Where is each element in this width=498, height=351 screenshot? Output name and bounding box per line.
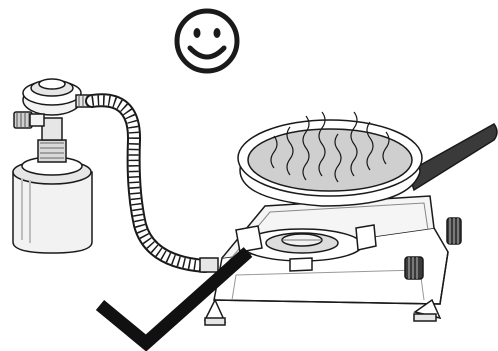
- burner-grate: [235, 224, 377, 272]
- smiley-face-icon: [174, 8, 240, 74]
- gas-regulator: [13, 78, 93, 163]
- steam-lines: [270, 111, 390, 183]
- gas-cartridge: [12, 156, 93, 254]
- frying-pan: [237, 119, 498, 207]
- hose-connector: [199, 257, 219, 273]
- checkmark-icon: [95, 247, 253, 351]
- control-knobs: [404, 217, 462, 280]
- gas-hose: [85, 93, 212, 273]
